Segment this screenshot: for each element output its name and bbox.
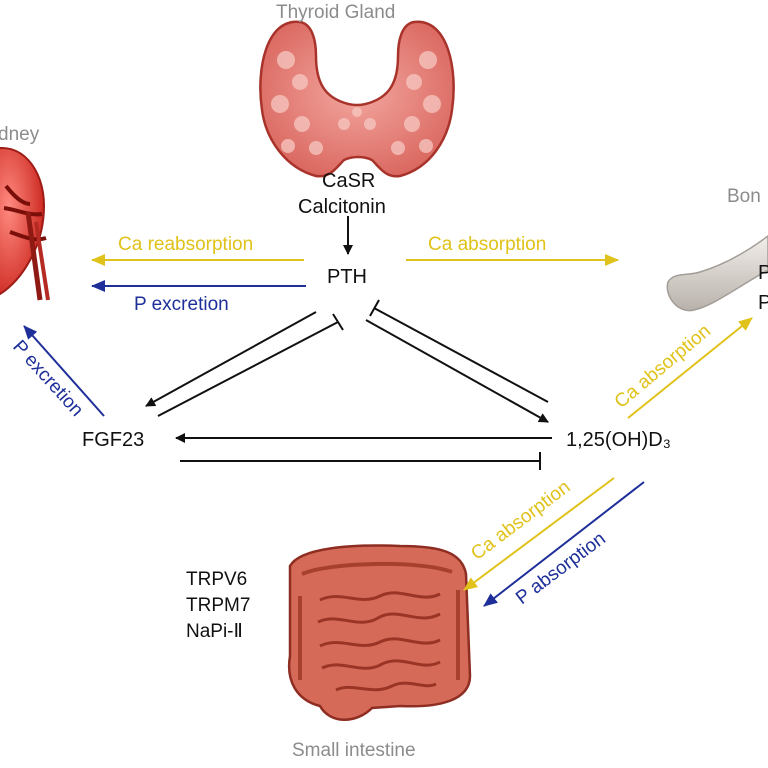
inhibit-vitd-to-pth-bar: [369, 299, 380, 317]
bone-icon: [666, 235, 768, 312]
kidney-label: dney: [0, 124, 40, 145]
transporter-trpv6: TRPV6: [186, 569, 248, 590]
arrow-pth-to-vitd: [365, 319, 549, 423]
arrow-vitd-p-absorption-intestine: [483, 481, 645, 607]
inhibit-vitd-to-pth: [373, 307, 549, 403]
inhibit-fgf23-to-pth-bar: [332, 313, 344, 331]
ca-reabsorption-label: Ca reabsorption: [118, 234, 254, 255]
regulation-arrows: [145, 216, 552, 470]
arrow-fgf23-p-excretion: [23, 325, 105, 417]
bone-factor-1: P: [758, 262, 768, 284]
thyroid-gland-icon: [259, 20, 455, 178]
small-intestine-label: Small intestine: [292, 740, 416, 761]
kidney-icon: [0, 147, 50, 301]
ca-absorption-bone-label: Ca absorption: [428, 234, 547, 255]
thyroid-gland-label: Thyroid Gland: [276, 2, 396, 23]
calcitonin-label: Calcitonin: [298, 196, 386, 218]
arrow-vitd-ca-absorption-bone: [627, 317, 753, 419]
vitamin-d-node: 1,25(OH)D₃: [566, 429, 671, 451]
calcium-arrows: [91, 254, 753, 591]
inhibit-fgf23-to-pth: [157, 321, 339, 417]
arrow-pth-to-fgf23: [145, 311, 317, 407]
small-intestine-icon: [287, 544, 472, 721]
transporter-napi-ii: NaPi-Ⅱ: [186, 621, 243, 642]
bone-label: Bon: [727, 186, 761, 207]
casr-label: CaSR: [322, 170, 376, 192]
transporter-trpm7: TRPM7: [186, 595, 251, 616]
fgf23-node: FGF23: [82, 429, 145, 451]
bone-factor-2: P: [758, 292, 768, 314]
arrow-vitd-ca-absorption-intestine: [463, 477, 615, 591]
phosphate-arrows: [23, 280, 645, 607]
pth-node: PTH: [327, 266, 367, 288]
p-excretion-kidney-label: P excretion: [134, 294, 229, 315]
